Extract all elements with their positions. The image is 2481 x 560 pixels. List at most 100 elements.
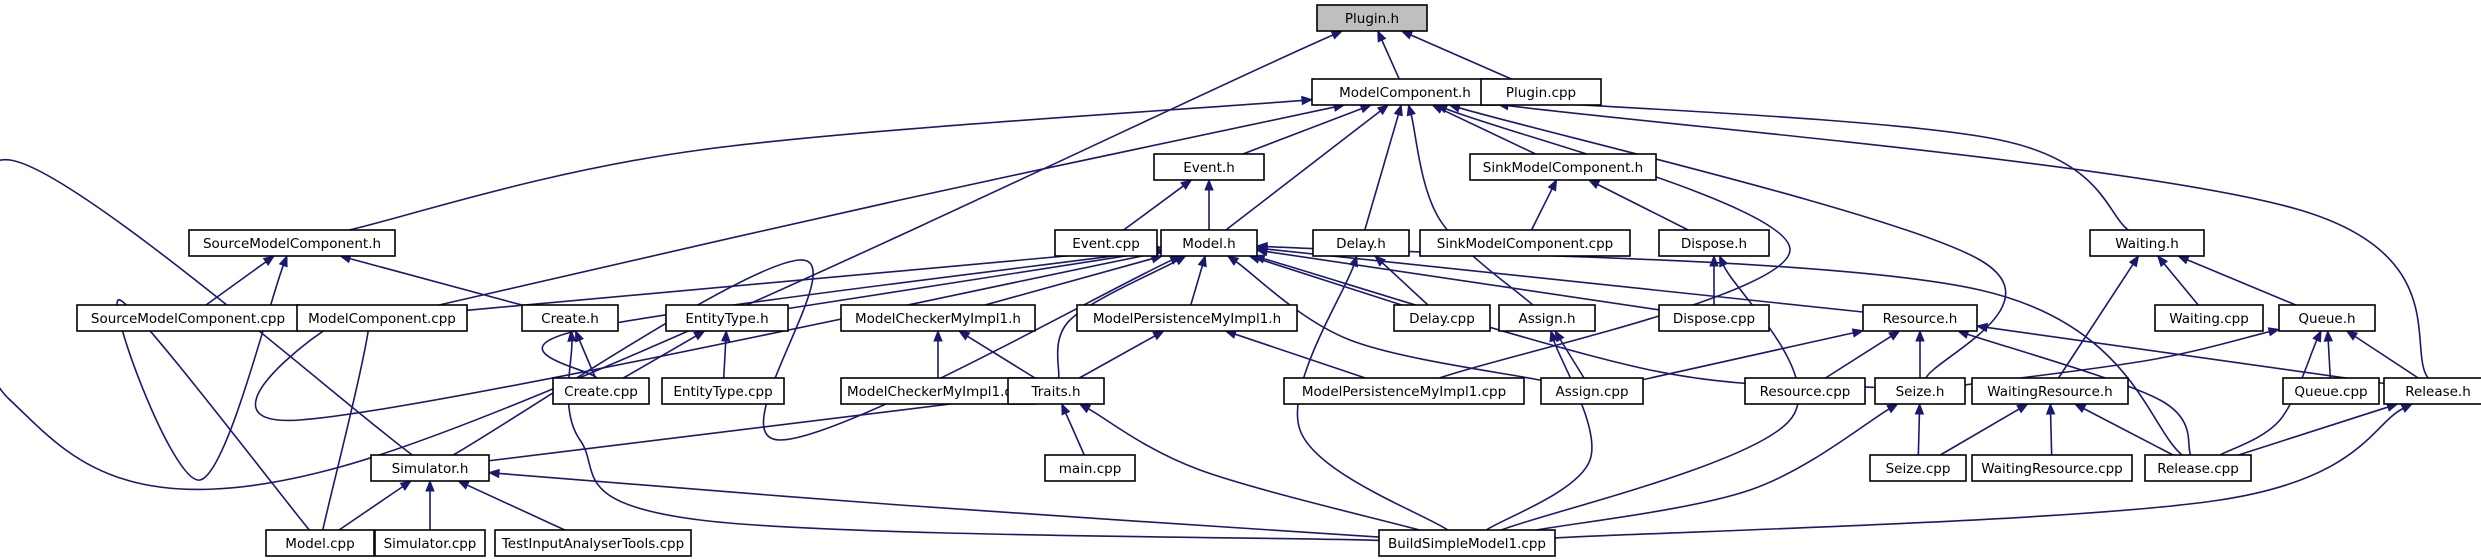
arrowhead-icon [1255, 241, 1268, 252]
node-modelcomponent-cpp[interactable]: ModelComponent.cpp [296, 304, 468, 332]
node-traits-h[interactable]: Traits.h [1007, 377, 1105, 405]
node-assign-cpp[interactable]: Assign.cpp [1540, 377, 1644, 405]
node-box[interactable] [374, 529, 486, 557]
node-simulator-cpp[interactable]: Simulator.cpp [374, 529, 486, 557]
edge-line [2327, 340, 2332, 379]
node-main-cpp[interactable]: main.cpp [1044, 454, 1136, 482]
node-box[interactable] [1480, 78, 1602, 106]
node-box[interactable] [296, 304, 468, 332]
node-box[interactable] [188, 229, 396, 257]
node-box[interactable] [1160, 229, 1258, 257]
arrowhead-icon [2045, 402, 2056, 415]
node-queue-cpp[interactable]: Queue.cpp [2282, 377, 2380, 405]
node-entitytype-cpp[interactable]: EntityType.cpp [661, 377, 785, 405]
edge-line [488, 397, 999, 462]
node-box[interactable] [1862, 304, 1978, 332]
node-model-h[interactable]: Model.h [1160, 229, 1258, 257]
arrowhead-icon [1975, 322, 1989, 333]
arrowhead-icon [457, 480, 470, 490]
node-box[interactable] [1283, 377, 1525, 405]
node-plugin-h[interactable]: Plugin.h [1316, 4, 1428, 32]
node-waiting-cpp[interactable]: Waiting.cpp [2154, 304, 2264, 332]
node-modelcomponent-h[interactable]: ModelComponent.h [1311, 78, 1499, 106]
node-entitytype-h[interactable]: EntityType.h [665, 304, 789, 332]
node-release-cpp[interactable]: Release.cpp [2144, 454, 2252, 482]
node-box[interactable] [1469, 153, 1657, 181]
node-model-cpp[interactable]: Model.cpp [265, 529, 375, 557]
node-box[interactable] [1393, 304, 1491, 332]
node-box[interactable] [1658, 229, 1770, 257]
node-seize-cpp[interactable]: Seize.cpp [1869, 454, 1967, 482]
node-box[interactable] [1311, 78, 1499, 106]
node-release-h[interactable]: Release.h [2383, 377, 2481, 405]
node-buildsimplemodel1-cpp[interactable]: BuildSimpleModel1.cpp [1378, 529, 1556, 557]
node-assign-h[interactable]: Assign.h [1498, 304, 1596, 332]
node-box[interactable] [494, 529, 692, 557]
node-box[interactable] [265, 529, 375, 557]
edge-line [1410, 34, 1512, 80]
node-modelpersistencemyimpl1-h[interactable]: ModelPersistenceMyImpl1.h [1076, 304, 1298, 332]
node-box[interactable] [1312, 229, 1410, 257]
node-box[interactable] [2282, 377, 2380, 405]
node-box[interactable] [1316, 4, 1428, 32]
node-queue-h[interactable]: Queue.h [2278, 304, 2376, 332]
node-sinkmodelcomponent-cpp[interactable]: SinkModelComponent.cpp [1419, 229, 1631, 257]
node-box[interactable] [665, 304, 789, 332]
node-box[interactable] [521, 304, 619, 332]
node-simulator-h[interactable]: Simulator.h [370, 454, 490, 482]
node-seize-h[interactable]: Seize.h [1874, 377, 1966, 405]
node-modelcheckermyimpl1-h[interactable]: ModelCheckerMyImpl1.h [840, 304, 1036, 332]
node-plugin-cpp[interactable]: Plugin.cpp [1480, 78, 1602, 106]
node-box[interactable] [1874, 377, 1966, 405]
node-box[interactable] [1869, 454, 1967, 482]
node-box[interactable] [1744, 377, 1866, 405]
node-modelcheckermyimpl1-cpp[interactable]: ModelCheckerMyImpl1.cpp [840, 377, 1036, 405]
node-box[interactable] [1419, 229, 1631, 257]
node-create-h[interactable]: Create.h [521, 304, 619, 332]
node-box[interactable] [1044, 454, 1136, 482]
node-testinputanalysertools-cpp[interactable]: TestInputAnalyserTools.cpp [494, 529, 692, 557]
node-waiting-h[interactable]: Waiting.h [2089, 229, 2205, 257]
edge-plugin_cpp-includes-plugin_h [1400, 30, 1512, 80]
edge-line [452, 259, 1172, 456]
node-box[interactable] [552, 377, 650, 405]
node-box[interactable] [1658, 304, 1770, 332]
node-sourcemodelcomponent-cpp[interactable]: SourceModelComponent.cpp [76, 304, 300, 332]
node-box[interactable] [76, 304, 300, 332]
node-delay-cpp[interactable]: Delay.cpp [1393, 304, 1491, 332]
node-event-cpp[interactable]: Event.cpp [1054, 229, 1158, 257]
node-box[interactable] [1540, 377, 1644, 405]
node-sourcemodelcomponent-h[interactable]: SourceModelComponent.h [188, 229, 396, 257]
node-box[interactable] [1498, 304, 1596, 332]
node-delay-h[interactable]: Delay.h [1312, 229, 1410, 257]
arrowhead-icon [2267, 327, 2281, 337]
node-box[interactable] [1378, 529, 1556, 557]
node-box[interactable] [1153, 153, 1265, 181]
node-create-cpp[interactable]: Create.cpp [552, 377, 650, 405]
node-dispose-h[interactable]: Dispose.h [1658, 229, 1770, 257]
node-box[interactable] [840, 304, 1036, 332]
node-waitingresource-h[interactable]: WaitingResource.h [1971, 377, 2129, 405]
node-box[interactable] [1054, 229, 1158, 257]
node-event-h[interactable]: Event.h [1153, 153, 1265, 181]
node-waitingresource-cpp[interactable]: WaitingResource.cpp [1971, 454, 2133, 482]
node-box[interactable] [2144, 454, 2252, 482]
node-label: Simulator.cpp [384, 536, 477, 552]
node-resource-cpp[interactable]: Resource.cpp [1744, 377, 1866, 405]
node-box[interactable] [1971, 377, 2129, 405]
node-box[interactable] [1971, 454, 2133, 482]
node-box[interactable] [370, 454, 490, 482]
node-box[interactable] [1076, 304, 1298, 332]
node-box[interactable] [1007, 377, 1105, 405]
edge-line [0, 34, 1334, 491]
node-box[interactable] [2278, 304, 2376, 332]
edge-line [1458, 107, 2007, 379]
node-box[interactable] [661, 377, 785, 405]
node-sinkmodelcomponent-h[interactable]: SinkModelComponent.h [1469, 153, 1657, 181]
node-modelpersistencemyimpl1-cpp[interactable]: ModelPersistenceMyImpl1.cpp [1283, 377, 1525, 405]
node-dispose-cpp[interactable]: Dispose.cpp [1658, 304, 1770, 332]
node-box[interactable] [2154, 304, 2264, 332]
node-resource-h[interactable]: Resource.h [1862, 304, 1978, 332]
node-box[interactable] [2383, 377, 2481, 405]
node-box[interactable] [2089, 229, 2205, 257]
